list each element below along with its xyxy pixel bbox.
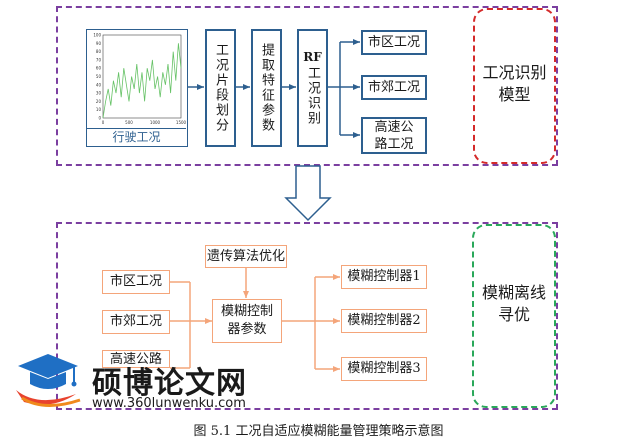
- fuzzy-controller-1-box: 模糊控制器1: [341, 265, 427, 289]
- down-arrow: [284, 165, 332, 222]
- segment-division-box: 工况片段划分: [205, 29, 236, 147]
- y-tick-label: 80: [96, 49, 102, 54]
- y-tick-label: 70: [96, 57, 102, 62]
- offline-optimization-title: 模糊离线寻优: [481, 283, 546, 324]
- graduation-cap-logo-icon: [16, 354, 81, 407]
- y-tick-label: 10: [96, 107, 102, 112]
- x-tick-label: 500: [125, 120, 133, 125]
- offline-optimization-panel: [472, 224, 556, 408]
- ga-optimization-box: 遗传算法优化: [205, 245, 287, 268]
- y-tick-label: 20: [96, 99, 102, 104]
- y-tick-label: 90: [96, 41, 102, 46]
- x-tick-label: 1500: [176, 120, 186, 125]
- input-urban-box: 市区工况: [102, 270, 170, 294]
- identification-frame: [56, 6, 558, 166]
- output-highway-box: 高速公路工况: [361, 117, 427, 154]
- output-urban-box: 市区工况: [361, 30, 427, 55]
- watermark-name: 硕博论文网: [92, 366, 247, 401]
- watermark-url: www.360lunwenku.com: [92, 396, 246, 411]
- fuzzy-controller-3-box: 模糊控制器3: [341, 357, 427, 381]
- output-suburban-box: 市郊工况: [361, 75, 427, 100]
- x-tick-label: 1000: [150, 120, 161, 125]
- optimization-frame: [56, 222, 558, 410]
- figure-caption: 图 5.1 工况自适应模糊能量管理策略示意图: [193, 424, 444, 439]
- y-tick-label: 60: [96, 66, 102, 71]
- identification-model-title: 工况识别模型: [482, 63, 547, 104]
- input-suburban-box: 市郊工况: [102, 310, 170, 334]
- y-tick-label: 30: [96, 91, 102, 96]
- y-tick-label: 50: [96, 74, 102, 79]
- rf-identification-box: RF 工况识别: [297, 29, 328, 147]
- feature-extraction-box: 提取特征参数: [251, 29, 282, 147]
- input-highway-box: 高速公路: [102, 350, 170, 368]
- rf-label: RF: [303, 50, 322, 64]
- rf-identification-label: 工况识别: [305, 66, 320, 126]
- fuzzy-params-box: 模糊控制器参数: [212, 299, 282, 343]
- driving-cycle-series-line: [102, 43, 182, 119]
- driving-cycle-label: 行驶工况: [87, 128, 186, 145]
- fuzzy-controller-2-box: 模糊控制器2: [341, 309, 427, 333]
- x-tick-label: 0: [102, 120, 105, 125]
- y-tick-label: 100: [93, 33, 101, 38]
- identification-model-panel: [473, 8, 556, 164]
- y-tick-label: 40: [96, 82, 102, 87]
- y-tick-label: 0: [98, 116, 101, 121]
